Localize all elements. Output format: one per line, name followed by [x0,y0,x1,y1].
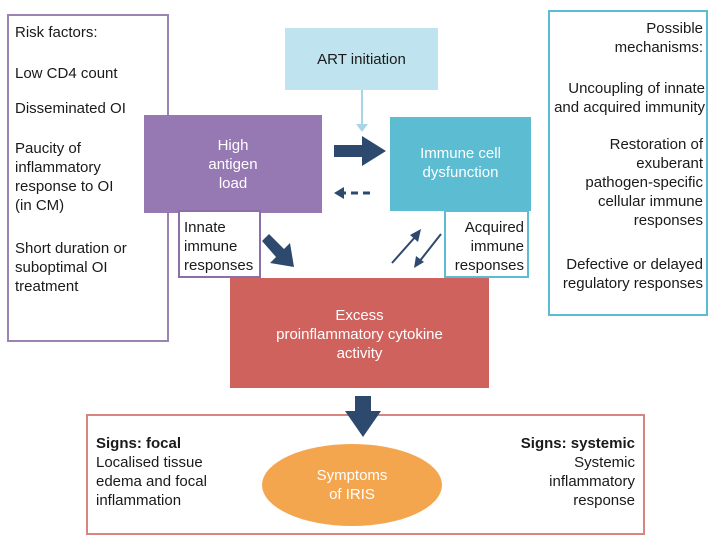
acquired-line-1: Acquired [464,219,524,236]
mechanisms-panel [548,10,708,316]
iris-symptoms-label: Symptoms of IRIS [262,466,442,504]
signs-systemic-line-1: Systemic [574,454,635,471]
cytokine-line-3: activity [336,345,383,362]
cytokine-line-1: Excess [335,307,384,324]
signs-systemic-line-2: inflammatory [549,473,635,490]
mechanism-2: Restoration of exuberant pathogen-specif… [553,135,703,230]
risk-factor-2-line: Disseminated OI [15,100,126,117]
mechanisms-title-line-2: mechanisms: [614,39,703,56]
risk-factor-3: Paucity of inflammatory response to OI (… [15,139,113,215]
mechanisms-title: Possible mechanisms: [553,19,703,57]
mechanism-3-line-2: regulatory responses [562,275,703,292]
mechanism-3: Defective or delayed regulatory response… [543,255,703,293]
innate-responses-box [178,210,261,278]
antigen-load-box [144,115,322,213]
risk-factor-1-line: Low CD4 count [15,65,118,82]
risk-factor-4-line-1: Short duration or [15,240,127,257]
antigen-load-line-1: High [217,137,249,154]
risk-factor-3-line-2: inflammatory [15,159,101,176]
mechanism-3-line-1: Defective or delayed [566,256,703,273]
antigen-to-immune-arrow [334,136,386,166]
antigen-load-line-3: load [218,175,248,192]
signs-focal-line-3: inflammation [96,492,182,509]
acquired-line-3: responses [454,257,524,274]
risk-factor-2: Disseminated OI [15,99,126,118]
risk-factor-4-line-3: treatment [15,278,79,295]
acquired-responses-box [444,210,529,278]
signs-focal-line-2: edema and focal [96,473,207,490]
immune-dysfunction-line-1: Immune cell [420,145,501,162]
antigen-load-line-2: antigen [208,156,258,173]
mechanism-2-line-1: Restoration of [609,136,703,153]
mechanisms-title-line-1: Possible [646,20,703,37]
immune-dysfunction-label: Immune cell dysfunction [390,144,531,182]
cytokine-activity-label: Excess proinflammatory cytokine activity [230,306,489,363]
immune-to-antigen-dashed-arrow [334,187,370,199]
risk-factors-title: Risk factors: [15,24,98,41]
mechanism-1-line-2: and acquired immunity [554,99,705,116]
innate-to-cytokine-arrow [262,234,294,267]
immune-dysfunction-line-2: dysfunction [422,164,499,181]
risk-factor-3-line-4: (in CM) [15,197,65,214]
immune-dysfunction-box [390,117,531,211]
mechanism-2-line-5: responses [633,212,703,229]
innate-responses-label: Innate immune responses [184,218,253,275]
mechanism-1-line-1: Uncoupling of innate [568,80,705,97]
innate-line-3: responses [184,257,254,274]
iris-line-2: of IRIS [329,486,375,503]
signs-systemic-line-3: response [573,492,635,509]
signs-systemic-title: Signs: systemic [520,435,635,452]
iris-line-1: Symptoms [316,467,388,484]
cytokine-activity-box [230,278,489,388]
risk-factor-3-line-3: response to OI [15,178,114,195]
antigen-load-label: High antigen load [144,136,322,193]
risk-factor-4: Short duration or suboptimal OI treatmen… [15,239,127,296]
signs-focal-title: Signs: focal [96,435,182,452]
mechanism-2-line-2: exuberant [636,155,703,172]
cytokine-line-2: proinflammatory cytokine [276,326,443,343]
innate-line-1: Innate [184,219,226,236]
mechanism-1: Uncoupling of innate and acquired immuni… [545,79,705,117]
signs-systemic: Signs: systemic Systemic inflammatory re… [465,434,635,510]
signs-focal: Signs: focal Localised tissue edema and … [96,434,207,510]
art-initiation-label: ART initiation [317,51,406,68]
mechanism-2-line-4: cellular immune [597,193,703,210]
acquired-cytokine-arrows [391,229,442,268]
risk-factor-4-line-2: suboptimal OI [15,259,108,276]
risk-factor-3-line-1: Paucity of [15,140,81,157]
risk-factor-1: Low CD4 count [15,64,118,83]
innate-line-2: immune [184,238,238,255]
mechanism-2-line-3: pathogen-specific [585,174,703,191]
acquired-line-2: immune [470,238,524,255]
art-down-arrow [356,90,368,132]
iris-symptoms-ellipse [262,444,442,526]
signs-focal-line-1: Localised tissue [96,454,203,471]
acquired-responses-label: Acquired immune responses [446,218,524,275]
art-initiation-box [285,28,438,90]
